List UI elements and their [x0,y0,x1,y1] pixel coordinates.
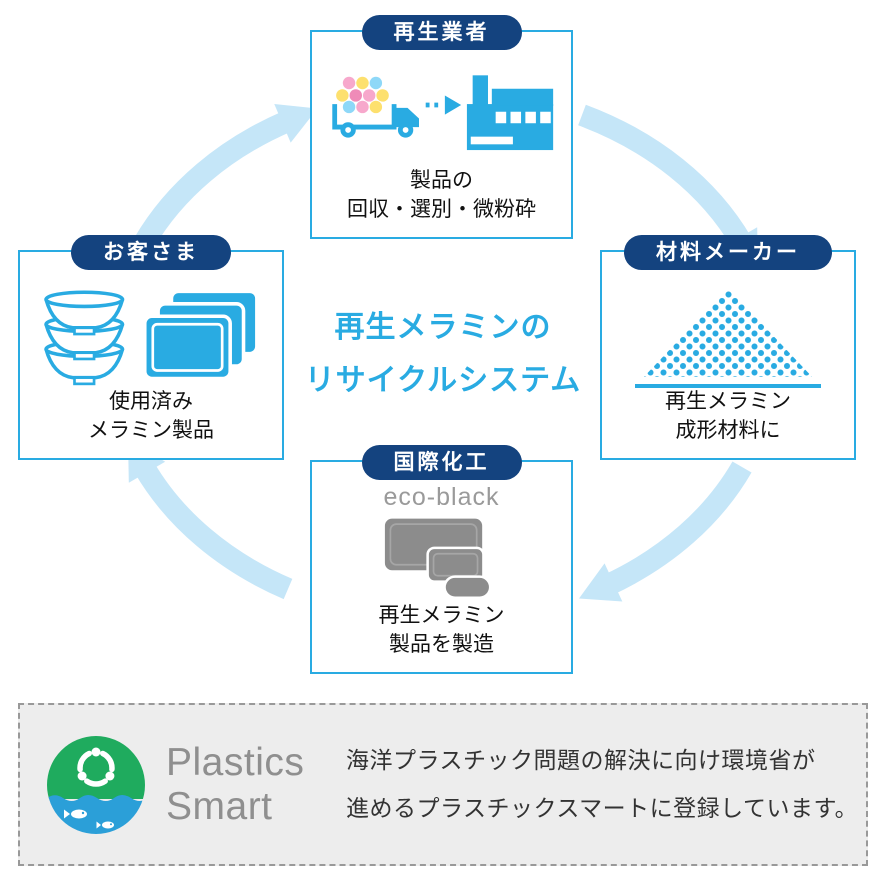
node-recycler-caption-line1: 製品の [410,169,473,193]
node-recycler: 再生業者 製品の 回収・選別・微粉砕 [310,15,573,239]
node-material-maker-caption-line1: 再生メラミン [665,390,791,414]
plastics-smart-logo-icon [47,735,145,834]
node-customer-caption: 使用済み メラミン製品 [88,388,214,445]
node-material-maker: 材料メーカー 再生メラミン 成形材料に [600,235,856,460]
node-customer-caption-line2: メラミン製品 [88,418,214,442]
node-kokusai-kako-caption: 再生メラミン 製品を製造 [379,602,505,659]
node-recycler-label: 再生業者 [361,15,522,51]
node-material-maker-caption-line2: 成形材料に [675,418,781,442]
diagram-title: 再生メラミンの リサイクルシステム [288,302,598,407]
arrowhead-bottom-right [578,563,623,602]
diagram-title-line2: リサイクルシステム [304,363,582,397]
registration-description-line2: 進めるプラスチックスマートに登録しています。 [346,794,859,821]
plastics-smart-wordmark-line1: Plastics [166,740,305,784]
cycle-arrow-bottom-right [603,461,752,595]
truck-and-factory-icon [331,75,553,151]
registration-description: 海洋プラスチック問題の解決に向け環境省が 進めるプラスチックスマートに登録してい… [346,737,858,831]
arrowhead-top-left [274,104,318,143]
plastics-smart-wordmark-line2: Smart [166,784,273,828]
powder-pile-base [635,383,821,389]
plastics-smart-panel: Plastics Smart 海洋プラスチック問題の解決に向け環境省が 進めるプ… [18,703,868,866]
product-name-eco-black: eco-black [383,483,500,511]
node-recycler-caption-line2: 回収・選別・微粉砕 [347,197,536,221]
node-kokusai-kako: 国際化工 eco-black 再生メラミン 製品を製造 [310,445,573,674]
node-customer: お客さま 使用済み メラミン製品 [18,235,284,460]
cycle-arrow-top-left [134,110,293,249]
plastics-smart-wordmark: Plastics Smart [166,741,326,828]
node-kokusai-kako-caption-line1: 再生メラミン [378,604,505,628]
gray-trays-icon [381,515,491,599]
node-customer-label: お客さま [71,235,231,271]
node-customer-caption-line1: 使用済み [109,390,193,414]
node-material-maker-caption: 再生メラミン 成形材料に [665,388,791,445]
registration-description-line1: 海洋プラスチック問題の解決に向け環境省が [346,747,816,774]
diagram-title-line1: 再生メラミンの [334,311,552,344]
node-recycler-caption: 製品の 回収・選別・微粉砕 [347,167,536,224]
node-kokusai-kako-label: 国際化工 [361,445,522,481]
cycle-arrow-bottom-left [134,461,293,600]
node-kokusai-kako-caption-line2: 製品を製造 [389,632,494,656]
powder-pile-icon [644,288,812,377]
cycle-arrow-top-right [578,104,752,249]
bowls-and-trays-icon [44,289,259,386]
node-material-maker-label: 材料メーカー [624,235,832,271]
